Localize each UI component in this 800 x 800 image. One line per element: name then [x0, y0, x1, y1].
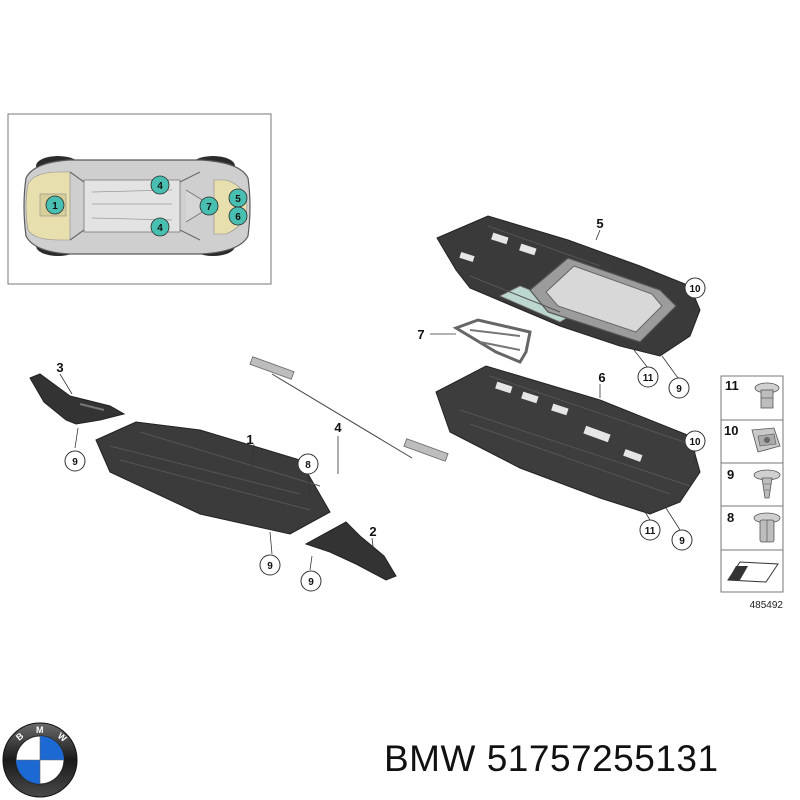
callout-4: 4 — [334, 420, 342, 435]
svg-text:1: 1 — [52, 201, 58, 212]
svg-text:9: 9 — [308, 577, 314, 588]
screw-icon — [753, 469, 781, 499]
part-number: 51757255131 — [486, 738, 719, 779]
overview-marker-4-upper: 4 — [150, 175, 170, 195]
callout-1: 1 — [246, 432, 253, 447]
svg-text:7: 7 — [206, 202, 212, 213]
callout-9-part3: 9 — [64, 450, 86, 472]
svg-text:4: 4 — [157, 181, 163, 192]
svg-text:5: 5 — [235, 194, 241, 205]
callout-7: 7 — [417, 327, 424, 342]
part-6-mid-shield — [435, 365, 701, 515]
svg-text:10: 10 — [689, 284, 701, 295]
callout-9-part5: 9 — [668, 377, 690, 399]
speed-nut-icon — [751, 427, 781, 453]
svg-text:9: 9 — [267, 561, 273, 572]
part-5-rear-shield — [436, 215, 701, 357]
overview-marker-1: 1 — [45, 195, 65, 215]
fastener-legend: 11 10 9 8 — [720, 375, 784, 593]
callout-11-part5: 11 — [637, 366, 659, 388]
callout-9-part2: 9 — [300, 570, 322, 592]
overview-marker-4-lower: 4 — [150, 217, 170, 237]
leader-lines — [59, 229, 696, 571]
callout-9-part6: 9 — [671, 529, 693, 551]
callout-11-part6: 11 — [639, 519, 661, 541]
callout-10-part5: 10 — [684, 277, 706, 299]
svg-text:6: 6 — [235, 212, 241, 223]
diagram-reference-number: 485492 — [750, 600, 784, 611]
brand-part-number: BMW 51757255131 — [384, 738, 794, 788]
svg-text:B: B — [14, 730, 26, 742]
callout-10-part6: 10 — [684, 430, 706, 452]
legend-label-10: 10 — [724, 423, 738, 438]
callout-3: 3 — [56, 360, 63, 375]
callout-8: 8 — [297, 453, 319, 475]
callout-9-part1: 9 — [259, 554, 281, 576]
direction-arrow-icon — [727, 561, 779, 583]
legend-label-9: 9 — [727, 467, 734, 482]
svg-text:M: M — [36, 725, 44, 735]
svg-text:4: 4 — [157, 223, 163, 234]
part-7-bracket — [452, 318, 532, 364]
rivet-icon — [753, 512, 781, 543]
svg-text:9: 9 — [72, 457, 78, 468]
svg-text:11: 11 — [645, 526, 656, 537]
legend-label-11: 11 — [725, 378, 739, 393]
brand-name: BMW — [384, 738, 476, 779]
overview-marker-6: 6 — [228, 206, 248, 226]
callout-5: 5 — [596, 216, 603, 231]
part-1-underbody-shield — [95, 421, 331, 535]
clip-icon — [754, 382, 780, 409]
svg-text:9: 9 — [676, 384, 682, 395]
part-3-air-deflector — [29, 373, 126, 425]
part-2-air-deflector — [304, 521, 397, 581]
overview-marker-7: 7 — [199, 196, 219, 216]
overview-marker-5: 5 — [228, 188, 248, 208]
overview-panel: 1 4 4 7 5 6 — [7, 113, 272, 285]
svg-text:8: 8 — [305, 460, 311, 471]
callout-6: 6 — [598, 370, 605, 385]
svg-text:10: 10 — [689, 437, 701, 448]
callout-2: 2 — [369, 524, 376, 539]
part-4-seal-strips — [249, 356, 449, 462]
bmw-logo: B M W — [2, 722, 78, 798]
legend-label-8: 8 — [727, 510, 734, 525]
svg-text:11: 11 — [643, 373, 654, 384]
svg-text:9: 9 — [679, 536, 685, 547]
